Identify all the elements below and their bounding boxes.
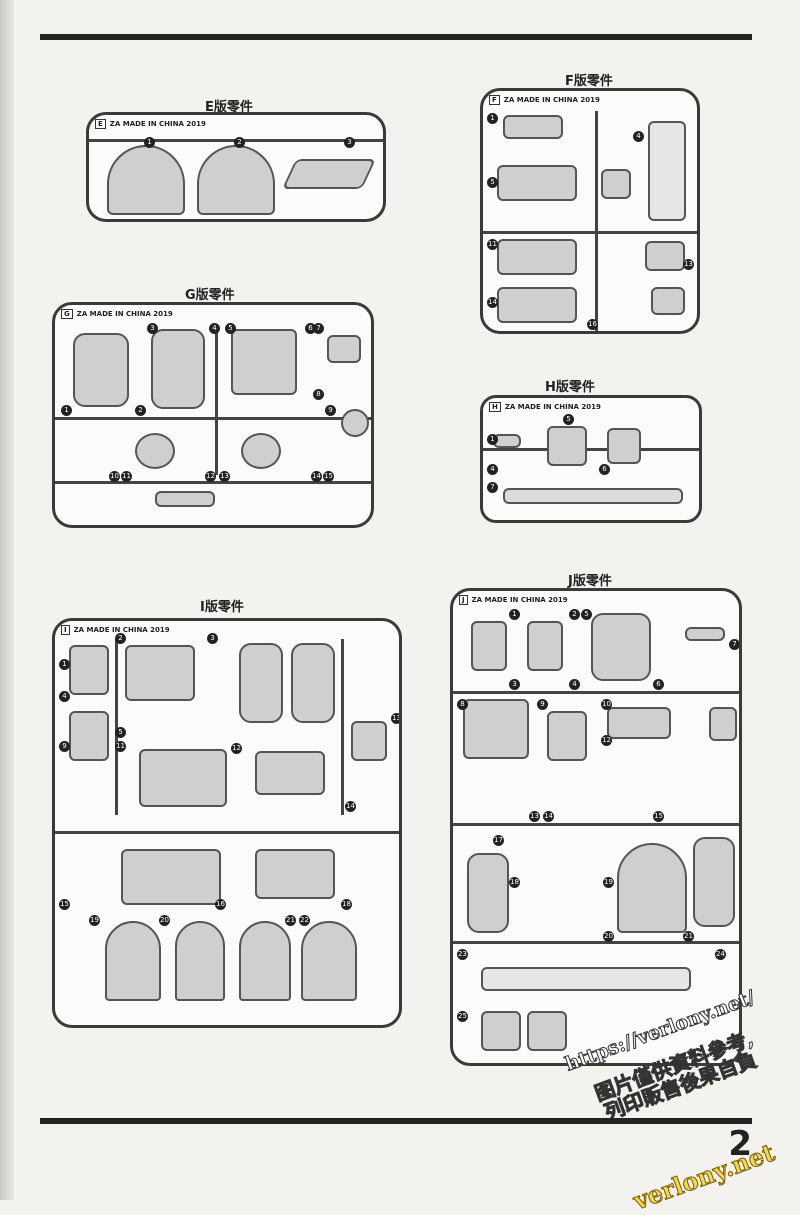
part-i13 <box>351 721 387 761</box>
part-f14 <box>497 287 577 323</box>
part-j19 <box>617 843 687 933</box>
part-f11 <box>497 239 577 275</box>
part-h7-blade <box>503 488 683 504</box>
part-f4-rack <box>648 121 686 221</box>
part-i16 <box>121 849 221 905</box>
bottom-rule <box>40 1118 752 1124</box>
sheet-f-title: F版零件 <box>565 74 613 89</box>
part-j5 <box>591 613 651 681</box>
part-e1 <box>107 145 185 215</box>
part-h5 <box>547 426 587 466</box>
part-f1 <box>503 115 563 139</box>
page-number: 2 <box>728 1124 752 1164</box>
part-i22 <box>301 921 357 1001</box>
part-i19 <box>105 921 161 1001</box>
part-j9 <box>547 711 587 761</box>
part-j8 <box>463 699 529 759</box>
part-i3 <box>239 643 283 723</box>
part-h3 <box>607 428 641 464</box>
part-f18 <box>651 287 685 315</box>
part-j7 <box>685 627 725 641</box>
part-j23-row <box>481 967 691 991</box>
part-e2 <box>197 145 275 215</box>
watermark-brand: verlony.net <box>629 1137 779 1215</box>
page-edge <box>0 0 14 1200</box>
part-i1 <box>69 645 109 695</box>
part-f8 <box>601 169 631 199</box>
part-f13 <box>645 241 685 271</box>
part-i3b <box>291 643 335 723</box>
sheet-i-title: I版零件 <box>200 600 244 615</box>
part-j17 <box>467 853 509 933</box>
sheet-g-title: G版零件 <box>185 288 235 303</box>
part-g5 <box>231 329 297 395</box>
part-i12 <box>255 751 325 795</box>
part-j27 <box>527 1011 567 1051</box>
part-g1 <box>73 333 129 407</box>
sheet-h-title: H版零件 <box>545 380 595 395</box>
part-g11 <box>135 433 175 469</box>
part-g-small <box>155 491 215 507</box>
part-f5 <box>497 165 577 201</box>
part-i2 <box>125 645 195 701</box>
top-rule <box>40 34 752 40</box>
part-g9 <box>341 409 369 437</box>
part-j-tag <box>709 707 737 741</box>
part-j12 <box>607 707 671 739</box>
part-g13 <box>241 433 281 469</box>
part-i4 <box>69 711 109 761</box>
sheet-e-title: E版零件 <box>205 100 253 115</box>
sheet-j-title: J版零件 <box>568 574 612 589</box>
part-i20 <box>175 921 225 1001</box>
part-i17 <box>255 849 335 899</box>
part-j1 <box>471 621 507 671</box>
part-j22 <box>693 837 735 927</box>
part-j26 <box>481 1011 521 1051</box>
part-g3 <box>151 329 205 409</box>
part-e3 <box>282 159 376 189</box>
part-g7 <box>327 335 361 363</box>
part-i11 <box>139 749 227 807</box>
part-i21 <box>239 921 291 1001</box>
part-j2 <box>527 621 563 671</box>
